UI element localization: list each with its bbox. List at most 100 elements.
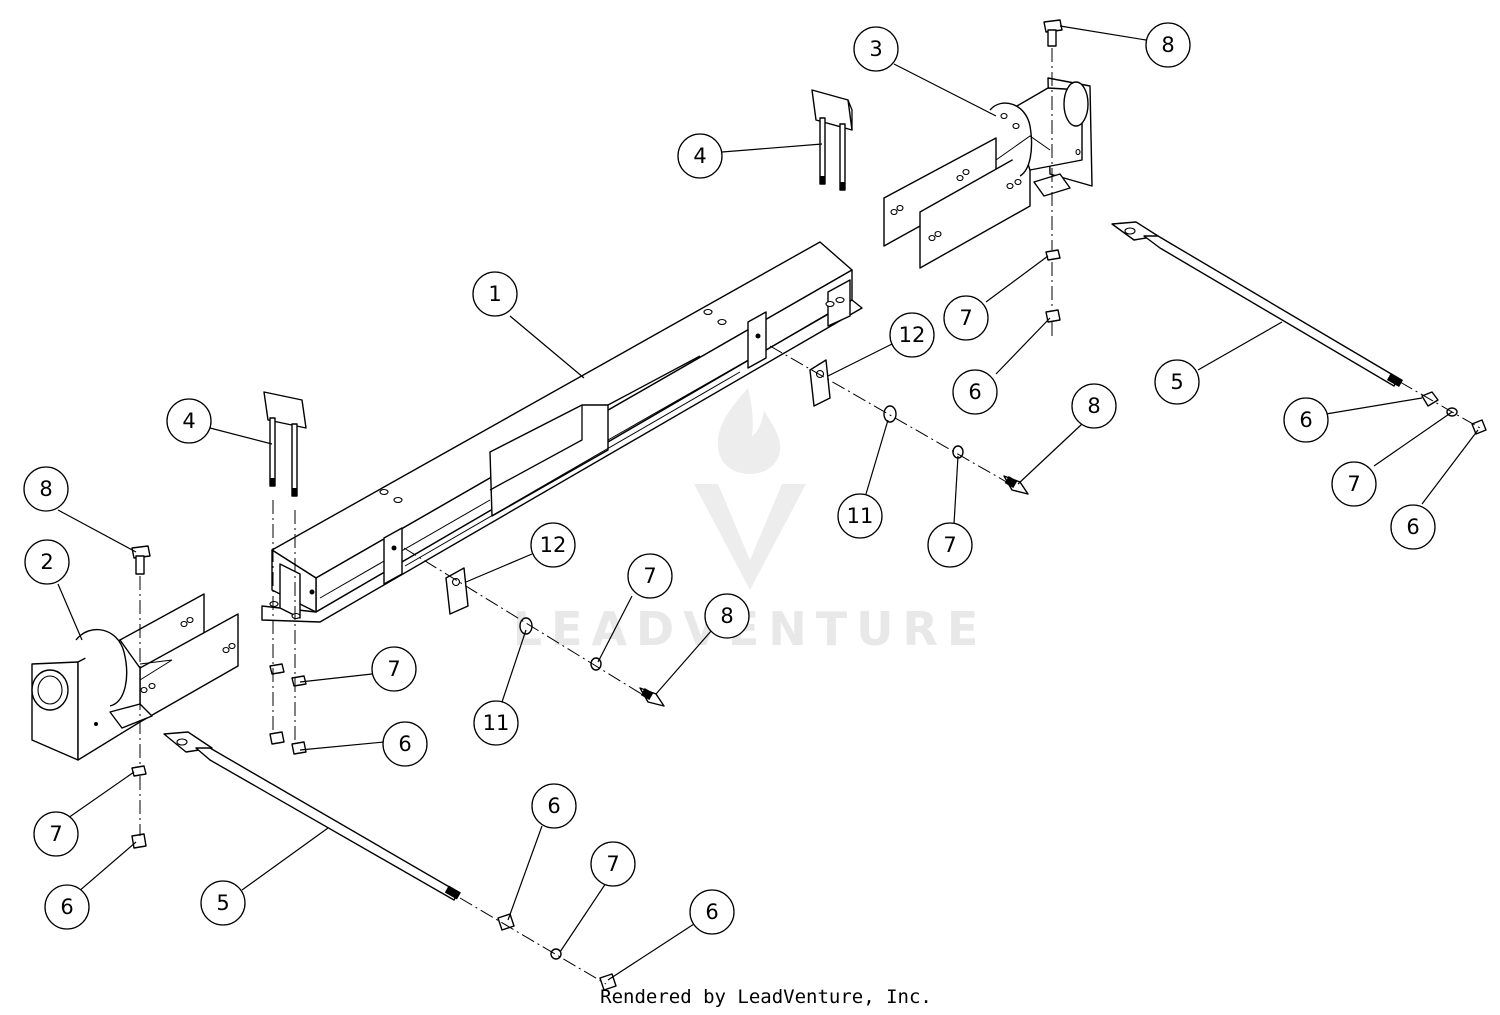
callout-8-c: 8	[23, 466, 69, 512]
beam-hole	[703, 308, 713, 316]
callout-label: 7	[606, 852, 619, 876]
callout-12-left: 12	[530, 522, 576, 568]
callout-label: 6	[398, 732, 411, 756]
hex-nut	[269, 731, 285, 745]
bolt-top-left	[131, 545, 151, 575]
callout-label: 8	[39, 477, 52, 501]
callout-7-b: 7	[1331, 461, 1377, 507]
callout-label: 6	[547, 794, 560, 818]
callout-6-g: 6	[689, 889, 735, 935]
shackle-plate-left	[445, 567, 469, 615]
callout-6-f: 6	[531, 783, 577, 829]
bolt-top-right	[1043, 19, 1063, 47]
callout-7-f: 7	[33, 811, 79, 857]
callout-6-d: 6	[382, 721, 428, 767]
render-credit-text: Rendered by LeadVenture, Inc.	[600, 986, 932, 1008]
callout-label: 8	[1087, 394, 1100, 418]
hex-nut	[291, 741, 307, 755]
shackle-plate-right	[809, 359, 831, 407]
callout-leaders	[57, 25, 1479, 981]
lock-washer	[269, 663, 285, 675]
callout-7-g: 7	[590, 841, 636, 887]
callout-label: 2	[40, 550, 53, 574]
u-bolt-left	[263, 391, 307, 497]
callout-4-right: 4	[677, 133, 723, 179]
v-logo-mark	[694, 484, 806, 590]
callout-label: 7	[643, 564, 656, 588]
beam-bolt-hole	[391, 545, 397, 551]
callout-label: 7	[1347, 472, 1360, 496]
callout-8-a: 8	[1145, 22, 1191, 68]
callout-7-d: 7	[627, 553, 673, 599]
callout-6-a: 6	[1283, 397, 1329, 443]
right-bracket-bore	[1063, 81, 1089, 127]
callout-label: 12	[540, 533, 567, 557]
left-bracket-foot-tab	[109, 703, 153, 729]
main-axle-beam	[261, 241, 863, 623]
callout-5-left: 5	[200, 880, 246, 926]
callout-2: 2	[24, 539, 70, 585]
callout-1: 1	[472, 271, 518, 317]
callout-label: 6	[1299, 408, 1312, 432]
callout-label: 7	[959, 306, 972, 330]
callout-label: 8	[720, 604, 733, 628]
hex-nut	[131, 833, 147, 849]
assembly-axes	[139, 48, 1481, 985]
beam-left-web-tab	[383, 527, 403, 585]
flat-washer	[883, 405, 897, 423]
callout-label: 6	[968, 380, 981, 404]
callout-6-e: 6	[44, 884, 90, 930]
callout-label: 11	[847, 504, 874, 528]
beam-center-box	[489, 404, 609, 517]
lock-washer	[131, 765, 147, 777]
callout-7-a: 7	[943, 295, 989, 341]
callout-label: 7	[943, 533, 956, 557]
flat-washer	[519, 617, 533, 635]
callout-label: 7	[387, 657, 400, 681]
callout-label: 1	[488, 282, 501, 306]
beam-left-inner-plate	[279, 563, 301, 619]
callout-12-right: 12	[889, 312, 935, 358]
right-bracket-foot-tab	[1033, 173, 1071, 197]
beam-hole	[379, 488, 389, 496]
beam-hole	[269, 600, 279, 608]
callout-8-b: 8	[1071, 383, 1117, 429]
beam-bolt-hole	[309, 589, 315, 595]
lock-washer	[550, 948, 562, 960]
hardware	[131, 19, 1487, 991]
tie-rod-right	[1111, 221, 1404, 387]
callout-label: 6	[1406, 515, 1419, 539]
u-bolt-right	[811, 89, 853, 191]
watermark-brand-text: LEADVENTURE	[513, 602, 988, 656]
callout-3: 3	[853, 26, 899, 72]
callout-label: 7	[49, 822, 62, 846]
beam-hole	[393, 496, 403, 504]
left-bracket-flange	[75, 628, 128, 707]
callout-label: 5	[1170, 370, 1183, 394]
hex-nut	[497, 913, 515, 931]
beam-hole	[825, 300, 835, 308]
callout-11-right: 11	[837, 493, 883, 539]
callout-6-c: 6	[952, 369, 998, 415]
bolt	[1003, 475, 1029, 495]
beam-hole	[835, 296, 845, 304]
callout-label: 3	[869, 37, 882, 61]
bolt	[639, 687, 665, 707]
callout-label: 6	[60, 895, 73, 919]
callout-label: 4	[693, 144, 706, 168]
callout-5-right: 5	[1154, 359, 1200, 405]
callout-label: 6	[705, 900, 718, 924]
flame-logo-mark	[717, 388, 781, 474]
lock-washer	[1045, 249, 1061, 261]
beam-right-web-tab	[747, 311, 767, 369]
callout-6-b: 6	[1390, 504, 1436, 550]
callout-8-d: 8	[704, 593, 750, 639]
tie-rod-left	[163, 731, 461, 901]
callout-label: 8	[1161, 33, 1174, 57]
left-spindle-bracket	[31, 593, 239, 761]
callout-label: 11	[483, 711, 510, 735]
callout-11-left: 11	[473, 700, 519, 746]
callout-7-c: 7	[927, 522, 973, 568]
callouts: 1 2 3 4 4 5 5 6 6 6 6 6 6 6 7 7 7 7 7 7 …	[23, 22, 1436, 935]
